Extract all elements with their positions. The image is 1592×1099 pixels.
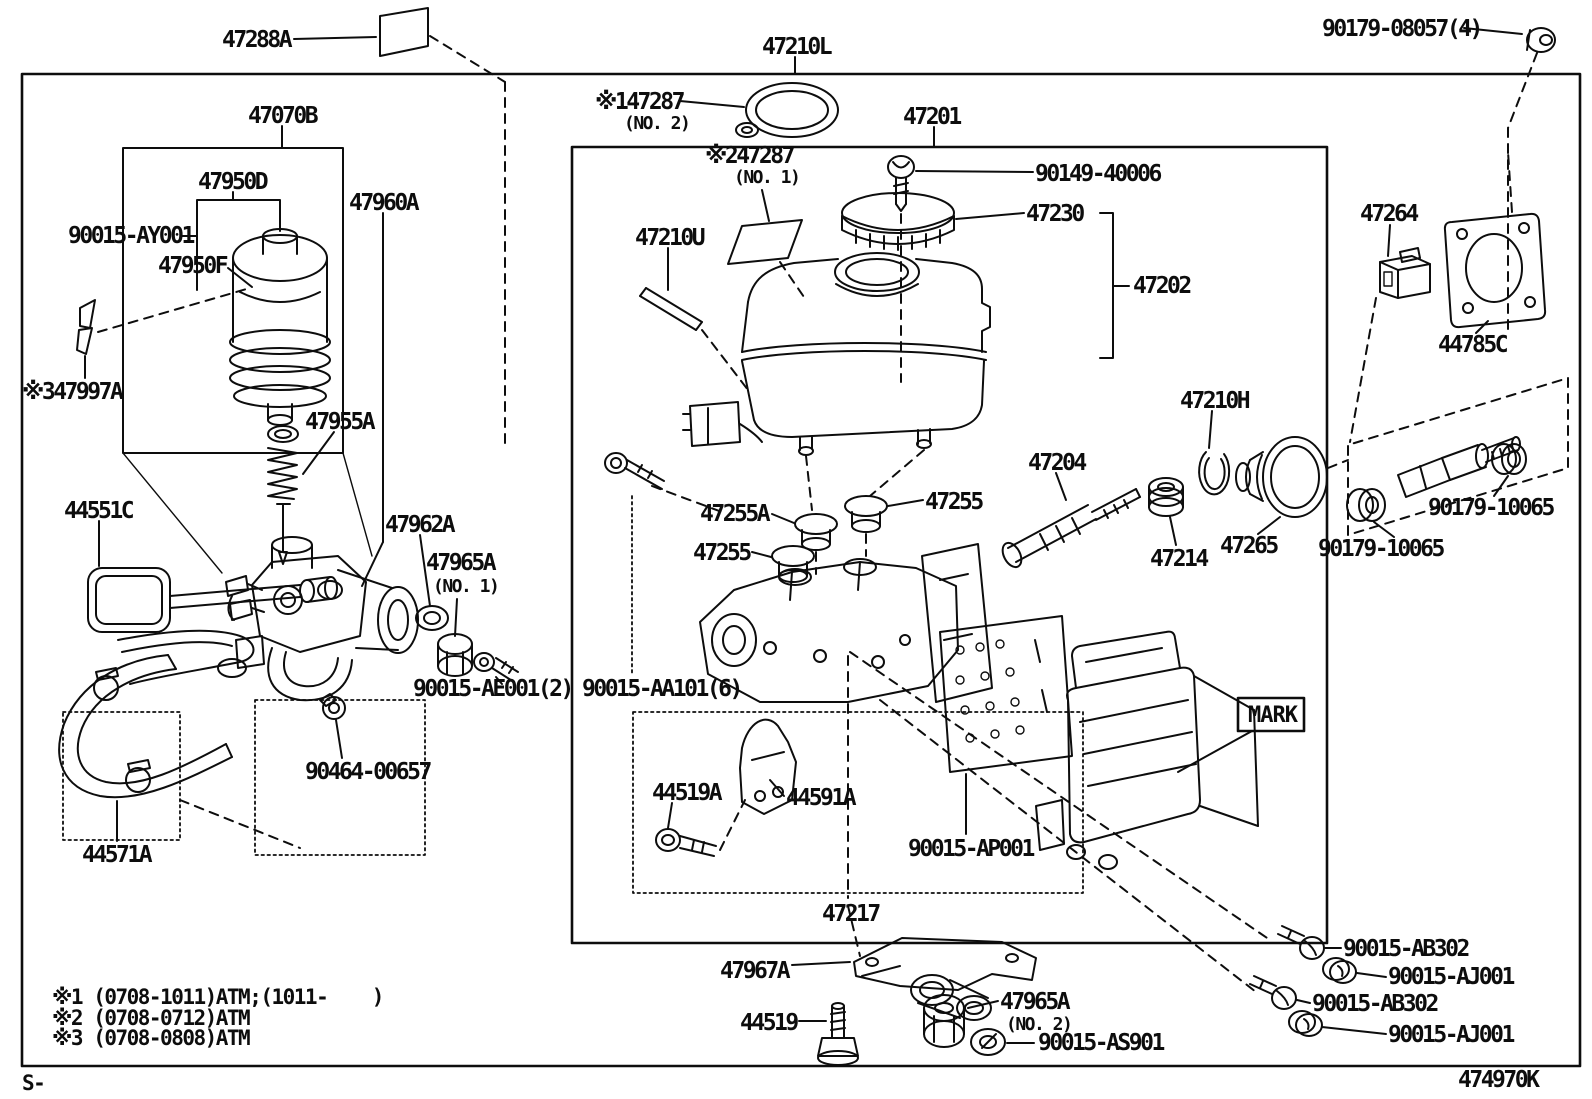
part-label-90179-08057[interactable]: 90179-08057(4) — [1322, 16, 1483, 42]
tag-plate-47288A — [293, 7, 506, 446]
footnote-1: ※1 (0708-1011)ATM;(1011- ) — [52, 985, 384, 1009]
footnote-2: ※2 (0708-0712)ATM — [52, 1006, 251, 1030]
bushing-47214-icon — [1148, 477, 1184, 546]
screw-90015-AB302-icon-a — [1277, 925, 1342, 960]
frame-boxes — [20, 72, 1582, 1068]
part-label-47202[interactable]: 47202 — [1133, 273, 1192, 299]
part-label-90015-AA101[interactable]: 90015-AA101(6) — [582, 676, 743, 702]
part-label-90179-10065-l[interactable]: 90179-10065 — [1318, 536, 1445, 562]
part-label-47265[interactable]: 47265 — [1220, 533, 1279, 559]
part-label-90149-40006[interactable]: 90149-40006 — [1035, 161, 1162, 187]
boot-47265-drawing — [1235, 436, 1349, 535]
part-label-47070B[interactable]: 47070B — [248, 103, 319, 129]
part-sublabel-no1: (NO. 1) — [433, 576, 500, 597]
accumulator-pump-drawing — [76, 125, 384, 587]
grommet-47962A-icon — [415, 534, 449, 631]
cap-90015-AJ001-icon-b — [1288, 1010, 1387, 1037]
part-label-147287[interactable]: ※147287 — [595, 89, 685, 115]
part-label-47255A[interactable]: 47255A — [700, 501, 771, 527]
part-sublabel-no1b: (NO. 1) — [734, 167, 801, 188]
part-label-90179-10065-r[interactable]: 90179-10065 — [1428, 495, 1555, 521]
figure-number: 474970K — [1458, 1067, 1540, 1093]
part-label-47217[interactable]: 47217 — [822, 901, 881, 927]
part-label-44519[interactable]: 44519 — [740, 1010, 799, 1036]
part-label-47950F[interactable]: 47950F — [158, 253, 229, 279]
part-label-47204[interactable]: 47204 — [1028, 450, 1087, 476]
abs-actuator-drawing — [1035, 630, 1259, 870]
reservoir-tank-drawing — [682, 252, 991, 511]
part-label-90015-AJ001-b[interactable]: 90015-AJ001 — [1388, 1022, 1515, 1048]
footer-code-left: S- — [22, 1071, 46, 1095]
screw-90015-AB302-icon-b — [1249, 975, 1311, 1010]
part-label-47201[interactable]: 47201 — [903, 104, 962, 130]
cap-47230-icon — [841, 192, 1025, 251]
part-label-47967A[interactable]: 47967A — [720, 958, 791, 984]
hose-44571A-drawing — [58, 654, 301, 849]
bearing-47965A-no2-icon — [923, 994, 999, 1048]
part-label-47965A-no2[interactable]: 47965A — [1000, 989, 1071, 1015]
bolt-90015-AE001-icon — [473, 652, 519, 685]
pushrod-assembly-drawing — [1346, 377, 1569, 538]
part-label-47214[interactable]: 47214 — [1150, 546, 1209, 572]
footnote-3: ※3 (0708-0808)ATM — [52, 1026, 251, 1050]
bracket-47202 — [1099, 212, 1130, 359]
part-label-47960A[interactable]: 47960A — [349, 190, 420, 216]
part-sublabel-no2b: (NO. 2) — [1006, 1014, 1073, 1035]
part-label-44591A[interactable]: 44591A — [786, 785, 857, 811]
part-label-90015-AB302-a[interactable]: 90015-AB302 — [1343, 936, 1470, 962]
part-sublabel-no2: (NO. 2) — [624, 113, 691, 134]
part-label-44571A[interactable]: 44571A — [82, 842, 153, 868]
part-label-47965A-no1[interactable]: 47965A — [426, 550, 497, 576]
part-label-47255-left[interactable]: 47255 — [693, 540, 752, 566]
cap-90015-AJ001-icon-a — [1322, 957, 1387, 984]
bracket-44591A-drawing — [739, 718, 797, 815]
snap-ring-47210H-icon — [1198, 410, 1231, 496]
part-label-47230[interactable]: 47230 — [1026, 201, 1085, 227]
tube-44551C-drawing — [87, 520, 338, 685]
part-label-47210U[interactable]: 47210U — [635, 225, 706, 251]
bearing-47965A-no1-icon — [437, 598, 473, 677]
part-label-47997A[interactable]: ※347997A — [22, 379, 124, 405]
mark-annotation: MARK — [1248, 703, 1298, 728]
tag-plate-247287-icon — [727, 189, 807, 301]
part-label-47210L[interactable]: 47210L — [762, 34, 833, 60]
part-label-90015-AE001[interactable]: 90015-AE001(2) — [413, 676, 574, 702]
part-label-44785C[interactable]: 44785C — [1438, 332, 1509, 358]
part-label-90015-AB302-b[interactable]: 90015-AB302 — [1312, 991, 1439, 1017]
part-label-90015-AJ001-a[interactable]: 90015-AJ001 — [1388, 964, 1515, 990]
part-label-90015-AP001[interactable]: 90015-AP001 — [908, 836, 1035, 862]
grommet-90015-AS901-icon — [970, 1028, 1035, 1056]
bolt-44519A-icon — [655, 799, 746, 857]
part-label-44551C[interactable]: 44551C — [64, 498, 135, 524]
part-label-90464-00657[interactable]: 90464-00657 — [305, 759, 432, 785]
part-label-47288A[interactable]: 47288A — [222, 27, 293, 53]
screw-44519-icon — [798, 1002, 859, 1066]
part-label-47962A[interactable]: 47962A — [385, 512, 456, 538]
connector-47264-icon — [1349, 224, 1431, 443]
part-label-47955A[interactable]: 47955A — [305, 409, 376, 435]
part-label-90015-AS901[interactable]: 90015-AS901 — [1038, 1030, 1165, 1056]
part-label-44519A[interactable]: 44519A — [652, 780, 723, 806]
snap-ring-147287-icon — [679, 82, 839, 138]
rod-47210U-icon — [639, 247, 749, 391]
gasket-44785C-drawing — [1443, 151, 1547, 334]
part-label-47950D[interactable]: 47950D — [198, 169, 269, 195]
nut-90179-08057-icon — [1463, 27, 1556, 336]
part-label-47210H[interactable]: 47210H — [1180, 388, 1251, 414]
part-label-247287[interactable]: ※247287 — [705, 143, 795, 169]
master-cylinder-drawing — [604, 452, 1271, 993]
part-label-90015-AY001[interactable]: 90015-AY001 — [68, 223, 195, 249]
part-label-47264[interactable]: 47264 — [1360, 201, 1419, 227]
part-label-47255-right[interactable]: 47255 — [925, 489, 984, 515]
rod-47204-drawing — [1001, 472, 1141, 569]
